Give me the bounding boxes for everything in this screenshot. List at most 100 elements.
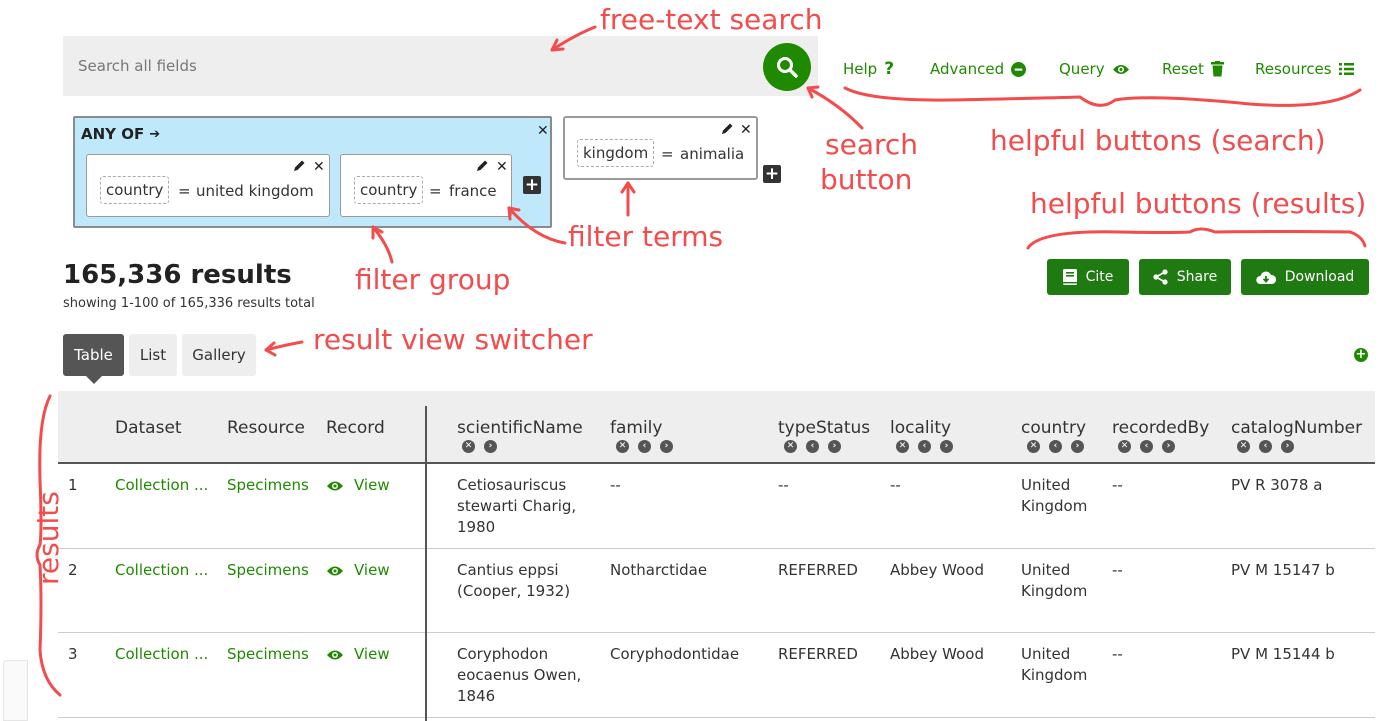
filter-term[interactable]: kingdom = animalia ✕: [563, 116, 758, 180]
question-icon: ?: [884, 59, 895, 79]
annotation-search-button-1: search: [825, 128, 919, 161]
resources-button[interactable]: Resources: [1255, 58, 1354, 80]
table-row: 3 Collection ... Specimens View Coryphod…: [58, 634, 1375, 718]
column-header-dataset: Dataset: [115, 418, 182, 438]
filter-term-value: united kingdom: [196, 182, 314, 200]
close-icon[interactable]: ✕: [740, 122, 752, 138]
column-header-family[interactable]: family: [610, 418, 663, 438]
close-icon[interactable]: ✕: [537, 123, 549, 139]
move-right-icon[interactable]: ›: [1071, 440, 1084, 453]
remove-column-icon[interactable]: ✕: [1118, 440, 1131, 453]
close-icon[interactable]: ✕: [313, 159, 325, 175]
column-divider[interactable]: [425, 406, 427, 721]
move-right-icon[interactable]: ›: [940, 440, 953, 453]
help-button[interactable]: Help ?: [843, 59, 895, 79]
dataset-link[interactable]: Collection ...: [115, 645, 209, 663]
remove-column-icon[interactable]: ✕: [1237, 440, 1250, 453]
download-button[interactable]: Download: [1241, 259, 1369, 295]
column-header-typestatus[interactable]: typeStatus: [778, 418, 871, 438]
cell-scientificname: Coryphodon eocaenus Owen, 1846: [457, 645, 582, 705]
cell-recordedby: --: [1112, 561, 1123, 579]
add-column-icon[interactable]: +: [1354, 347, 1368, 362]
move-left-icon[interactable]: ‹: [1140, 440, 1153, 453]
filter-term[interactable]: country = united kingdom ✕: [86, 154, 330, 217]
column-header-country[interactable]: country: [1021, 418, 1087, 438]
move-left-icon[interactable]: ‹: [1259, 440, 1272, 453]
cell-typestatus: REFERRED: [778, 561, 858, 579]
eye-icon: [327, 566, 343, 575]
remove-column-icon[interactable]: ✕: [616, 440, 629, 453]
column-controls: ✕ ‹ ›: [1027, 440, 1084, 453]
search-button[interactable]: [763, 43, 811, 91]
query-button[interactable]: Query: [1059, 58, 1130, 80]
cell-family: Coryphodontidae: [610, 645, 740, 663]
annotation-helpful-results: helpful buttons (results): [1030, 187, 1367, 220]
remove-column-icon[interactable]: ✕: [1027, 440, 1040, 453]
column-header-scientificname[interactable]: scientificName: [457, 418, 583, 438]
column-header-catalognumber[interactable]: catalogNumber: [1231, 418, 1363, 438]
move-left-icon[interactable]: ‹: [1049, 440, 1062, 453]
share-button[interactable]: Share: [1139, 259, 1231, 295]
view-record-link[interactable]: View: [326, 475, 390, 496]
filter-term-operator: =: [429, 182, 442, 200]
filter-term-field: kingdom: [577, 139, 655, 167]
move-right-icon[interactable]: ›: [1281, 440, 1294, 453]
tab-table[interactable]: Table: [63, 334, 124, 384]
move-right-icon[interactable]: ›: [828, 440, 841, 453]
cell-catalognumber: PV M 15144 b: [1231, 645, 1335, 663]
resource-link[interactable]: Specimens: [227, 476, 309, 494]
arrow-right-icon: ➔: [149, 126, 161, 142]
annotation-filter-terms: filter terms: [568, 220, 724, 253]
table-row: 2 Collection ... Specimens View Cantius …: [58, 550, 1375, 633]
tab-list[interactable]: List: [129, 334, 177, 376]
filter-term-value: animalia: [680, 145, 745, 163]
move-right-icon[interactable]: ›: [484, 440, 497, 453]
close-icon[interactable]: ✕: [496, 159, 508, 175]
move-left-icon[interactable]: ‹: [918, 440, 931, 453]
dataset-link[interactable]: Collection ...: [115, 476, 209, 494]
view-record-link[interactable]: View: [326, 644, 390, 665]
annotation-view-switcher: result view switcher: [313, 323, 593, 356]
column-header-locality[interactable]: locality: [890, 418, 952, 438]
side-panel-tab[interactable]: [3, 660, 28, 721]
reset-button[interactable]: Reset: [1162, 58, 1224, 80]
column-controls: ✕ ‹ ›: [896, 440, 953, 453]
cell-recordedby: --: [1112, 476, 1123, 494]
pencil-icon[interactable]: [476, 159, 489, 172]
tab-gallery[interactable]: Gallery: [182, 334, 256, 376]
pencil-icon[interactable]: [721, 122, 734, 135]
column-header-recordedby[interactable]: recordedBy: [1112, 418, 1210, 438]
advanced-button[interactable]: Advanced: [930, 58, 1027, 80]
move-left-icon[interactable]: ‹: [806, 440, 819, 453]
add-filter-icon[interactable]: +: [523, 175, 541, 195]
cell-country: United Kingdom: [1021, 645, 1088, 684]
remove-column-icon[interactable]: ✕: [462, 440, 475, 453]
dataset-link[interactable]: Collection ...: [115, 561, 209, 579]
eye-icon: [327, 650, 343, 659]
annotation-free-text-search: free-text search: [600, 3, 823, 36]
column-controls: ✕ ›: [462, 440, 497, 453]
add-filter-icon[interactable]: +: [763, 164, 781, 184]
resource-link[interactable]: Specimens: [227, 645, 309, 663]
eye-icon: [1112, 64, 1129, 74]
filter-group: ANY OF ➔ ✕ country = united kingdom ✕ co…: [73, 116, 552, 228]
cite-button[interactable]: Cite: [1047, 259, 1129, 295]
move-right-icon[interactable]: ›: [1162, 440, 1175, 453]
move-right-icon[interactable]: ›: [660, 440, 673, 453]
search-input[interactable]: [63, 36, 753, 96]
remove-column-icon[interactable]: ✕: [784, 440, 797, 453]
cloud-download-icon: [1255, 271, 1276, 284]
remove-column-icon[interactable]: ✕: [896, 440, 909, 453]
row-number: 2: [68, 561, 78, 579]
resource-link[interactable]: Specimens: [227, 561, 309, 579]
filter-term-value: france: [449, 182, 497, 200]
cell-country: United Kingdom: [1021, 476, 1088, 515]
filter-term-field: country: [100, 176, 170, 204]
search-bar: [63, 36, 818, 96]
filter-term[interactable]: country = france ✕: [340, 154, 512, 217]
annotation-filter-group: filter group: [355, 263, 511, 296]
move-left-icon[interactable]: ‹: [638, 440, 651, 453]
view-record-link[interactable]: View: [326, 560, 390, 581]
pencil-icon[interactable]: [293, 159, 306, 172]
filter-group-title[interactable]: ANY OF ➔: [81, 125, 161, 143]
